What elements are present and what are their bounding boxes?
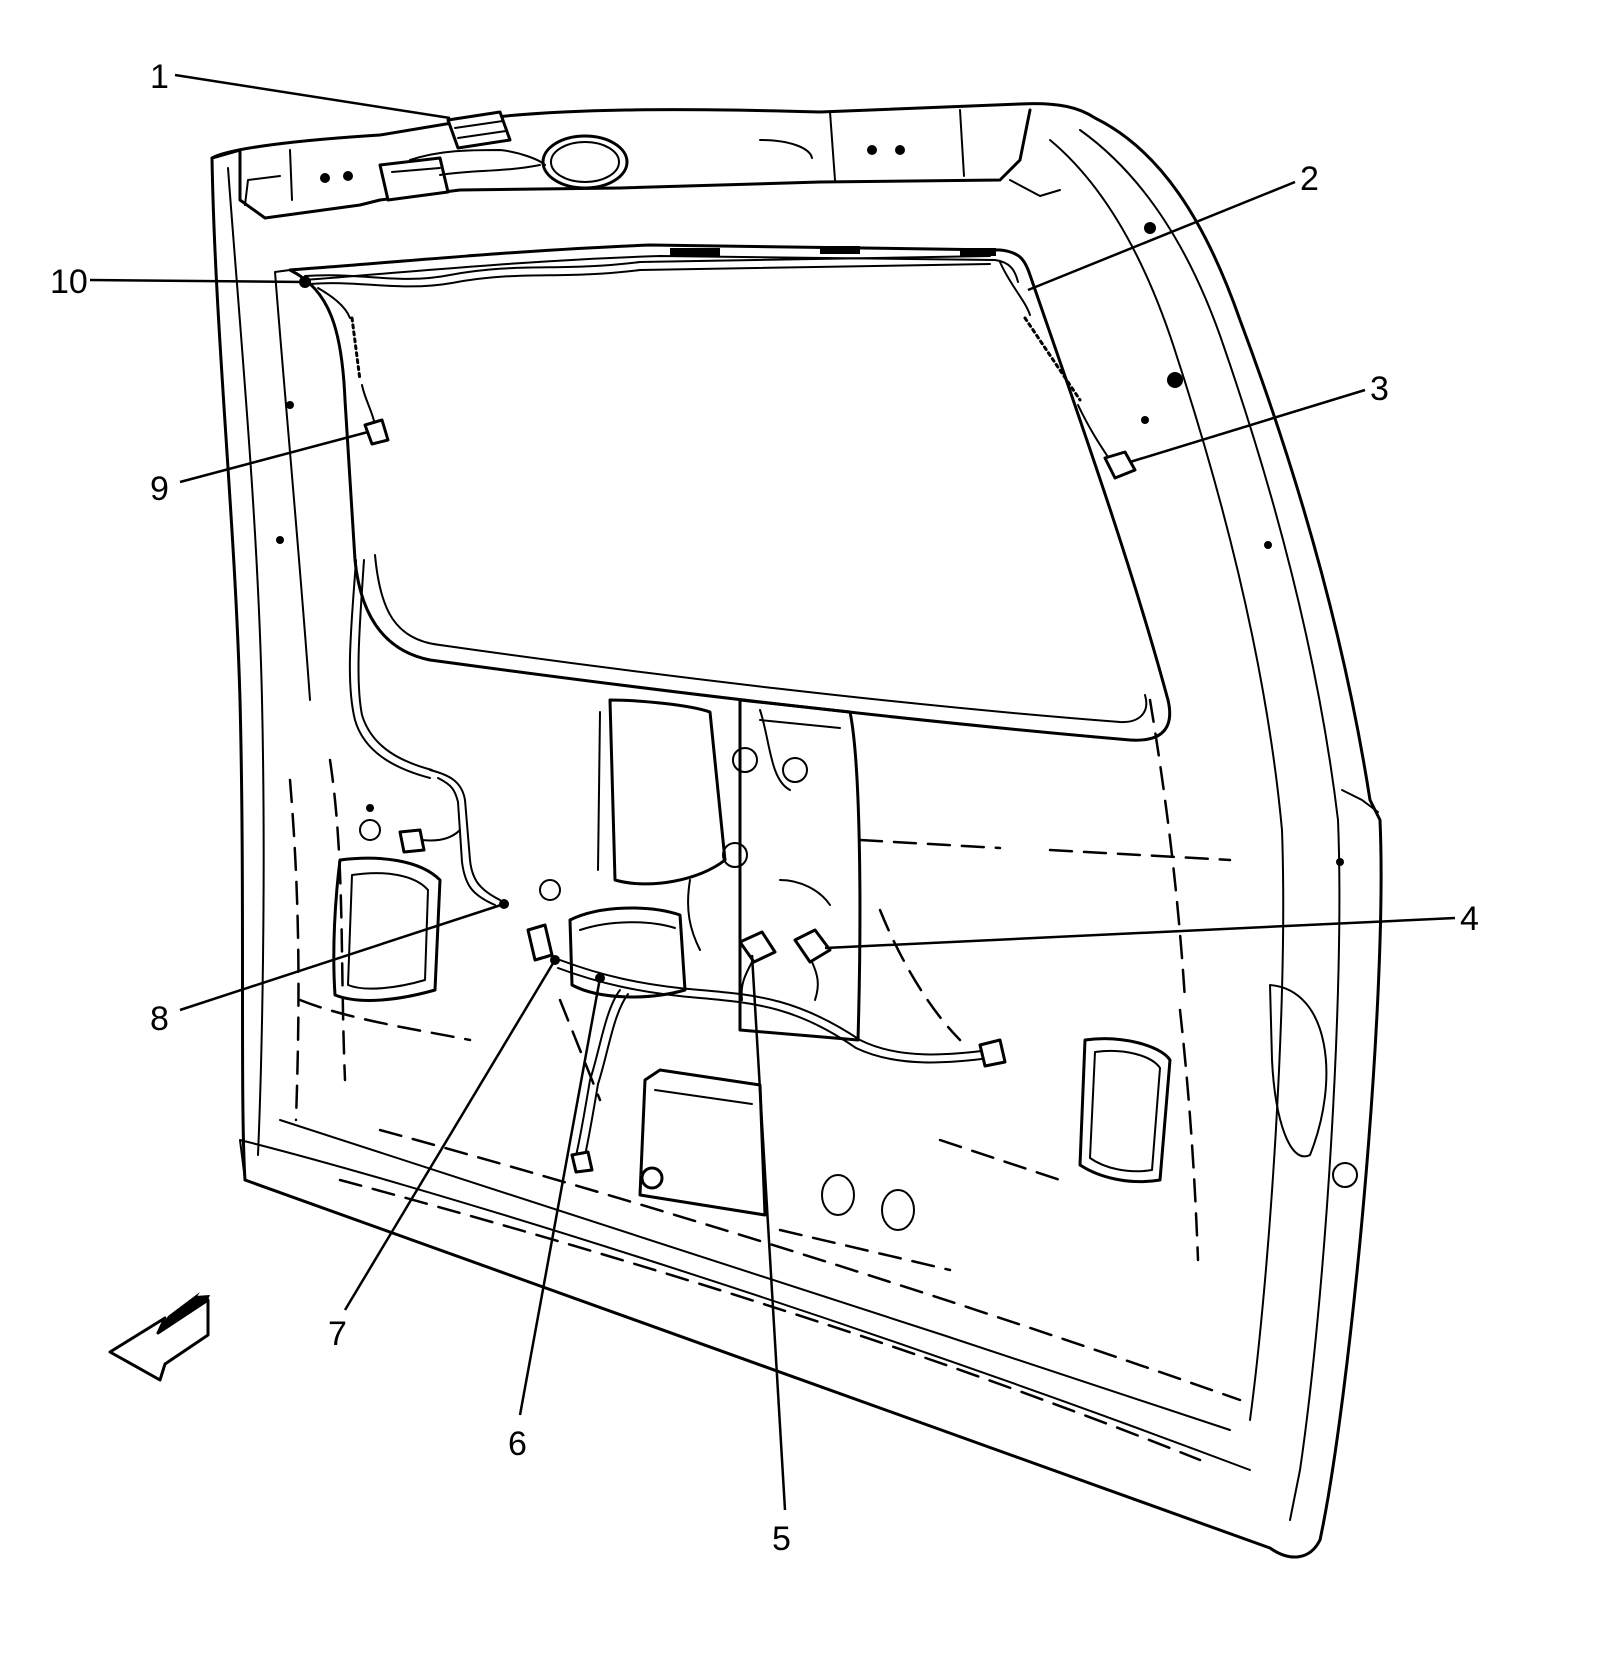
leader-5: [750, 954, 787, 1511]
leader-2: [1027, 180, 1296, 292]
callout-labels: 1 2 3 4 5 6 7 8 9 10: [50, 58, 1479, 1558]
lower-right-access-opening: [1078, 1037, 1358, 1188]
lower-center-harness: [557, 879, 1007, 1174]
component-9-left-harness-grommet: [317, 287, 390, 446]
leader-7: [343, 959, 557, 1311]
component-4-connector: [793, 928, 832, 1001]
callout-7: 7: [328, 1315, 347, 1353]
callout-9: 9: [150, 470, 169, 508]
liftgate-header: [210, 108, 1061, 220]
leader-3: [1129, 388, 1366, 464]
callout-3: 3: [1370, 370, 1389, 408]
callout-8: 8: [150, 1000, 169, 1038]
left-side-harness: [348, 559, 501, 906]
component-5-connector: [738, 930, 777, 1001]
inner-panel-stampings: [288, 698, 1242, 1462]
component-2-right-harness-grommet: [999, 261, 1111, 461]
rear-window-opening: [274, 243, 1172, 742]
callout-1: 1: [150, 58, 169, 96]
leader-10: [89, 278, 306, 284]
callout-4: 4: [1460, 900, 1479, 938]
panel-holes: [276, 222, 1344, 866]
component-7-harness-clip: [526, 923, 560, 965]
component-1-header-connector: [378, 110, 546, 202]
callout-leaders: [89, 73, 1456, 1511]
callout-5: 5: [772, 1520, 791, 1558]
lower-center-panel: [638, 1068, 915, 1231]
callout-10: 10: [50, 263, 88, 301]
callout-2: 2: [1300, 160, 1319, 198]
callout-6: 6: [508, 1425, 527, 1463]
liftgate-outer-panel: [210, 102, 1383, 1559]
leader-6: [518, 977, 602, 1416]
leader-4: [824, 916, 1456, 950]
leader-1: [174, 73, 451, 120]
component-3-right-connector: [1103, 450, 1137, 480]
leader-8: [179, 902, 505, 1012]
upper-wiring-harness: [304, 246, 996, 288]
front-direction-arrow-icon: [108, 1292, 210, 1382]
lower-left-access-opening: [332, 819, 442, 1002]
leader-9: [179, 430, 369, 484]
